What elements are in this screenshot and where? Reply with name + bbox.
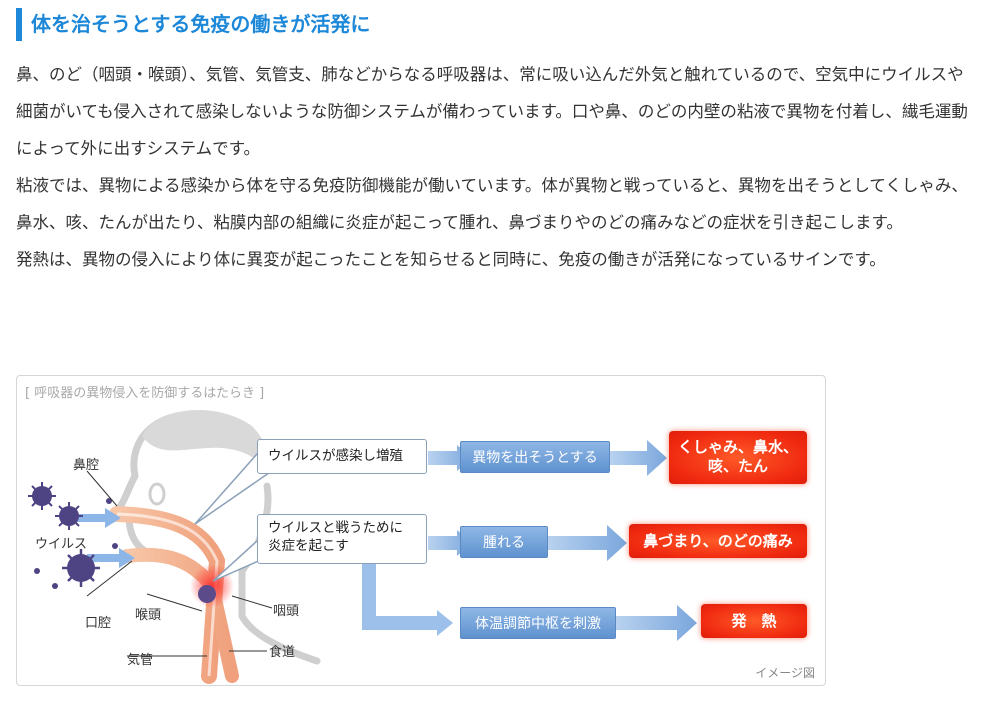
label-larynx: 喉頭	[135, 608, 162, 623]
step-expel-box: 異物を出そうとする	[460, 441, 610, 473]
image-note: イメージ図	[755, 666, 815, 680]
paragraph: 発熱は、異物の侵入により体に異変が起こったことを知らせると同時に、免疫の働きが活…	[16, 250, 886, 269]
result-sneeze-box: くしゃみ、鼻水、 咳、たん	[669, 431, 807, 484]
callout-text: 炎症を起こす	[268, 538, 349, 554]
result-text: 咳、たん	[707, 457, 768, 475]
virus-icons	[28, 482, 118, 589]
label-virus: ウイルス	[35, 537, 88, 552]
result-congestion-box: 鼻づまり、のどの痛み	[629, 524, 807, 558]
leader-lines	[86, 470, 273, 657]
section-heading: 体を治そうとする免疫の働きが活発に	[16, 8, 971, 41]
callout-inflammation: ウイルスと戦うために 炎症を起こす	[257, 514, 427, 564]
label-oral-cavity: 口腔	[85, 616, 112, 631]
virus-in-throat-icon	[198, 585, 216, 603]
label-pharynx: 咽頭	[273, 604, 300, 619]
step-stimulate-box: 体温調節中枢を刺激	[460, 607, 616, 639]
hair-shape	[142, 409, 268, 471]
callout-text: ウイルスと戦うために	[268, 520, 403, 536]
article-body: 鼻、のど（咽頭・喉頭）、気管、気管支、肺などからなる呼吸器は、常に吸い込んだ外気…	[16, 56, 971, 278]
inflow-arrows	[65, 508, 135, 568]
figure-caption: [ 呼吸器の異物侵入を防御するはたらき ]	[25, 386, 265, 401]
paragraph: 粘液では、異物による感染から体を守る免疫防御機能が働いています。体が異物と戦って…	[16, 176, 968, 232]
result-fever-box: 発 熱	[701, 604, 807, 638]
eye-shape	[148, 482, 166, 506]
result-text: くしゃみ、鼻水、	[677, 438, 798, 456]
label-trachea: 気管	[127, 653, 154, 668]
label-esophagus: 食道	[269, 645, 296, 660]
callout-virus-infects: ウイルスが感染し増殖	[257, 439, 427, 474]
respiratory-defense-figure: [ 呼吸器の異物侵入を防御するはたらき ]	[16, 375, 826, 686]
callout-text: ウイルスが感染し増殖	[268, 448, 403, 464]
label-nasal-cavity: 鼻腔	[73, 458, 100, 473]
step-swell-box: 腫れる	[460, 526, 548, 558]
paragraph: 鼻、のど（咽頭・喉頭）、気管、気管支、肺などからなる呼吸器は、常に吸い込んだ外気…	[16, 65, 968, 158]
